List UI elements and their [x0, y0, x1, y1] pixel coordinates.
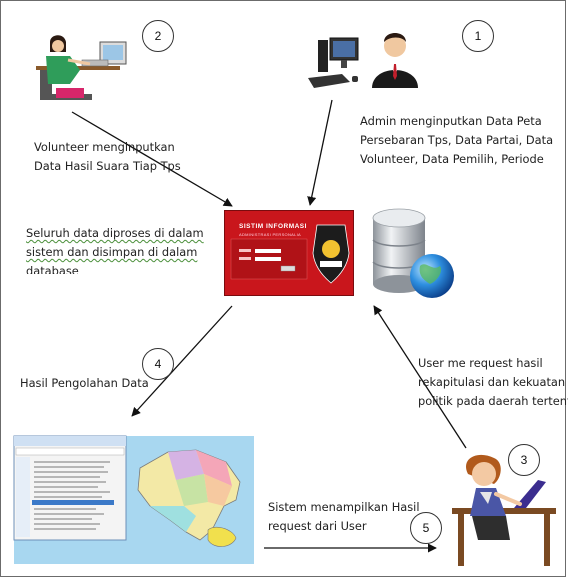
system-label: Seluruh data diproses di dalam sistem da…	[26, 226, 204, 274]
arrow-user-to-database	[373, 305, 467, 449]
user-label: User me request hasil rekapitulasi dan k…	[418, 356, 568, 408]
app-form	[230, 224, 350, 284]
arrow-volunteer-to-system	[71, 111, 233, 207]
step-number-4: 4	[142, 348, 174, 380]
database-illustration	[372, 208, 454, 298]
app-subtitle: ADMINISTRASI PERSONALIA	[239, 232, 302, 237]
step-number-2: 2	[142, 20, 174, 52]
app-title: SISTIM INFORMASI	[239, 223, 307, 230]
arrow-admin-to-system	[307, 99, 333, 206]
output-label: Hasil Pengolahan Data	[20, 376, 149, 390]
arrow-system-to-output	[131, 305, 233, 417]
admin-label: Admin menginputkan Data Peta Persebaran …	[360, 114, 554, 166]
step-number-3: 3	[508, 444, 540, 476]
step-number-1: 1	[462, 20, 494, 52]
volunteer-illustration	[36, 35, 127, 100]
arrows	[71, 99, 467, 553]
volunteer-label: Volunteer menginputkan Data Hasil Suara …	[34, 140, 181, 173]
step-number-5: 5	[410, 512, 442, 544]
display-label: Sistem menampilkan Hasil request dari Us…	[268, 500, 420, 533]
admin-illustration	[308, 33, 418, 88]
user-illustration	[452, 454, 556, 566]
output-screenshot	[13, 435, 254, 564]
system-app-window: SISTIM INFORMASI ADMINISTRASI PERSONALIA	[224, 210, 354, 296]
